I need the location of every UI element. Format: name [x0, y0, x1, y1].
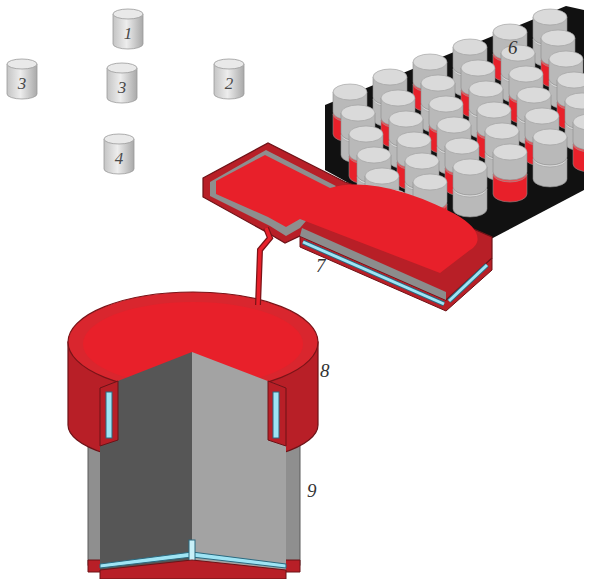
- billet-sample: 2: [213, 58, 245, 100]
- billet-top: [381, 90, 415, 106]
- billet-top: [397, 132, 431, 148]
- cylinder-top: [7, 59, 37, 69]
- sample-number: 3: [6, 75, 38, 93]
- billet-top: [349, 126, 383, 142]
- billet-top: [549, 51, 583, 67]
- cooling-channel: [449, 265, 487, 301]
- callout-number: 8: [320, 361, 330, 381]
- billet-top: [437, 117, 471, 133]
- sample-number: 3: [106, 79, 138, 97]
- billet-top: [373, 69, 407, 85]
- billet-top: [533, 129, 567, 145]
- billet-top: [477, 102, 511, 118]
- cut-face: [100, 352, 192, 575]
- billet: [533, 129, 567, 165]
- billet-top: [533, 9, 567, 25]
- cooling-channel: [303, 242, 444, 304]
- billet: [573, 114, 584, 150]
- billet-sample: 1: [112, 8, 144, 50]
- billet-top: [509, 66, 543, 82]
- billet-top: [541, 30, 575, 46]
- callout-number: 9: [307, 481, 317, 501]
- billet-top: [365, 168, 399, 184]
- billet-sample: 3: [6, 58, 38, 100]
- cooling-channel: [106, 392, 112, 438]
- trough-section: [300, 228, 446, 300]
- cut-face: [192, 352, 286, 575]
- callout-number: 7: [316, 256, 326, 276]
- cylinder-top: [104, 134, 134, 144]
- billet-top: [557, 72, 584, 88]
- billet-top: [341, 105, 375, 121]
- billet-top: [501, 45, 535, 61]
- pour-stream-edge: [258, 228, 270, 305]
- cooling-channel: [273, 392, 279, 438]
- mould-wall-section: [100, 381, 118, 446]
- base-plate: [100, 560, 286, 579]
- sample-number: 2: [213, 75, 245, 93]
- billet-top: [333, 84, 367, 100]
- billet-top: [405, 153, 439, 169]
- billet-top: [573, 114, 584, 130]
- billet-top: [429, 96, 463, 112]
- billet-top: [493, 144, 527, 160]
- billet-sample: 4: [103, 133, 135, 175]
- billet: [493, 144, 527, 180]
- billet-top: [445, 138, 479, 154]
- sample-number: 4: [103, 150, 135, 168]
- billet-top: [389, 111, 423, 127]
- mould-wall-section: [268, 381, 286, 446]
- billet-top: [525, 108, 559, 124]
- billet-top: [453, 159, 487, 175]
- pour-stream: [258, 228, 270, 305]
- billet-top: [421, 75, 455, 91]
- billet: [453, 159, 487, 195]
- billet-top: [357, 147, 391, 163]
- billet-top: [469, 81, 503, 97]
- billet-top: [413, 174, 447, 190]
- billet-top: [565, 93, 584, 109]
- sample-number: 1: [112, 25, 144, 43]
- billet-top: [453, 39, 487, 55]
- cooling-channel-edge: [303, 242, 444, 304]
- callout-number: 6: [508, 38, 518, 58]
- cylinder-top: [113, 9, 143, 19]
- cylinder-top: [107, 63, 137, 73]
- billet-top: [461, 60, 495, 76]
- billet-top: [485, 123, 519, 139]
- billet-top: [517, 87, 551, 103]
- billet-sample: 3: [106, 62, 138, 104]
- trough-rim: [203, 143, 492, 300]
- cylinder-top: [214, 59, 244, 69]
- billet-top: [413, 54, 447, 70]
- cooling-channel-edge: [449, 265, 487, 301]
